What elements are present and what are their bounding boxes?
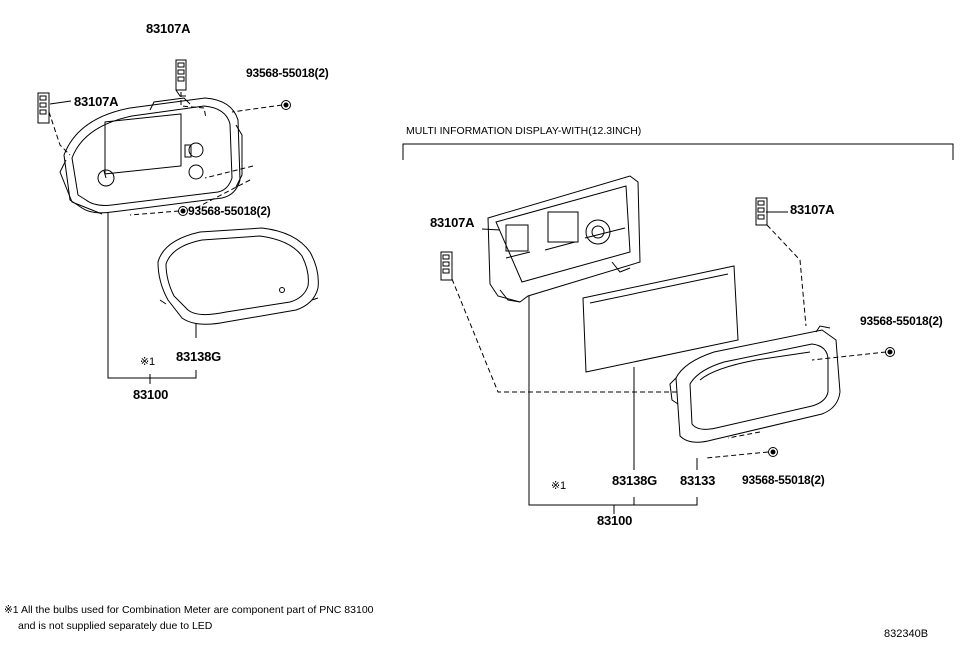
right-lens-label: 83138G: [612, 473, 658, 488]
left-combination-meter-part: [59, 97, 243, 215]
footnote-line-1: ※1 All the bulbs used for Combination Me…: [4, 604, 374, 616]
left-bracket-top-part: [175, 59, 187, 97]
right-leader-lines: [451, 224, 887, 459]
left-screw-lower-part: [178, 206, 188, 216]
right-housing-label: 83133: [680, 473, 716, 488]
left-lens-label: 83138G: [176, 349, 222, 364]
left-screw-upper-part: [281, 100, 291, 110]
left-assembly-label: 83100: [133, 387, 169, 402]
right-screw-lower-part: [768, 447, 778, 457]
diagram-id: 832340B: [884, 628, 929, 640]
right-note-mark: ※1: [551, 480, 566, 492]
right-display-panel-part: [582, 265, 739, 373]
left-lens-part: [157, 227, 319, 325]
left-screw-upper-label: 93568-55018(2): [246, 66, 329, 80]
left-bracket-side-label: 83107A: [74, 94, 119, 109]
left-leader-lines: [48, 92, 283, 216]
left-screw-lower-label: 93568-55018(2): [188, 204, 271, 218]
right-meter-body-part: [487, 175, 641, 303]
right-bracket-right-part: [755, 197, 768, 226]
left-bracket-side-part: [37, 92, 50, 124]
right-screw-lower-label: 93568-55018(2): [742, 473, 825, 487]
section-title: MULTI INFORMATION DISPLAY-WITH(12.3INCH): [406, 125, 642, 137]
right-housing-part: [669, 325, 841, 443]
right-screw-upper-label: 93568-55018(2): [860, 314, 943, 328]
right-bracket-left-label: 83107A: [430, 215, 475, 230]
right-screw-upper-part: [885, 347, 895, 357]
section-bracket-line: [402, 143, 954, 160]
left-bracket-top-label: 83107A: [146, 21, 191, 36]
right-bracket-right-label: 83107A: [790, 202, 835, 217]
right-assembly-label: 83100: [597, 513, 633, 528]
right-bracket-left-part: [440, 251, 453, 281]
footnote-line-2: and is not supplied separately due to LE…: [18, 620, 213, 632]
left-note-mark: ※1: [140, 356, 155, 368]
